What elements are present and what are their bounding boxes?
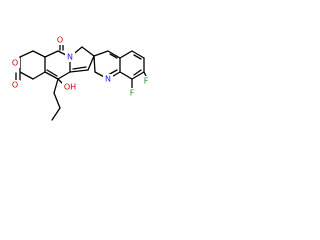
bond	[57, 71, 71, 80]
bond	[131, 50, 145, 59]
bond	[133, 69, 142, 76]
bond	[44, 71, 59, 80]
bond	[119, 71, 133, 80]
bond	[19, 50, 34, 58]
bond	[131, 71, 145, 80]
bond	[69, 69, 89, 73]
bond	[72, 66, 87, 70]
bond	[32, 71, 46, 80]
bond	[53, 92, 61, 109]
bond	[93, 50, 109, 57]
bond	[19, 71, 34, 80]
bond	[107, 50, 121, 59]
bond	[32, 50, 46, 58]
oxygen-label-bottom: O	[12, 81, 18, 90]
bond	[81, 46, 95, 57]
oxygen-label-top: O	[57, 36, 63, 45]
bond	[87, 55, 95, 71]
bond	[46, 69, 58, 77]
oxygen-label-ring: O	[12, 59, 18, 68]
bond	[51, 107, 61, 121]
bond	[93, 55, 96, 73]
atom-labels: O O O OH N N F F	[10, 35, 151, 98]
bond	[44, 50, 59, 58]
nitrogen-label-ring: N	[67, 53, 73, 62]
bond	[119, 50, 133, 59]
bond	[109, 53, 118, 59]
bond	[133, 54, 142, 60]
bond	[53, 78, 59, 94]
fluorine-label-lower: F	[130, 89, 135, 98]
nitrogen-label-quinoline: N	[105, 75, 111, 84]
fluorine-label-upper: F	[144, 77, 149, 86]
hydroxyl-label: OH	[64, 83, 76, 92]
bonds	[15, 42, 149, 121]
molecule-structure-diagram: O O O OH N N F F	[10, 35, 151, 121]
